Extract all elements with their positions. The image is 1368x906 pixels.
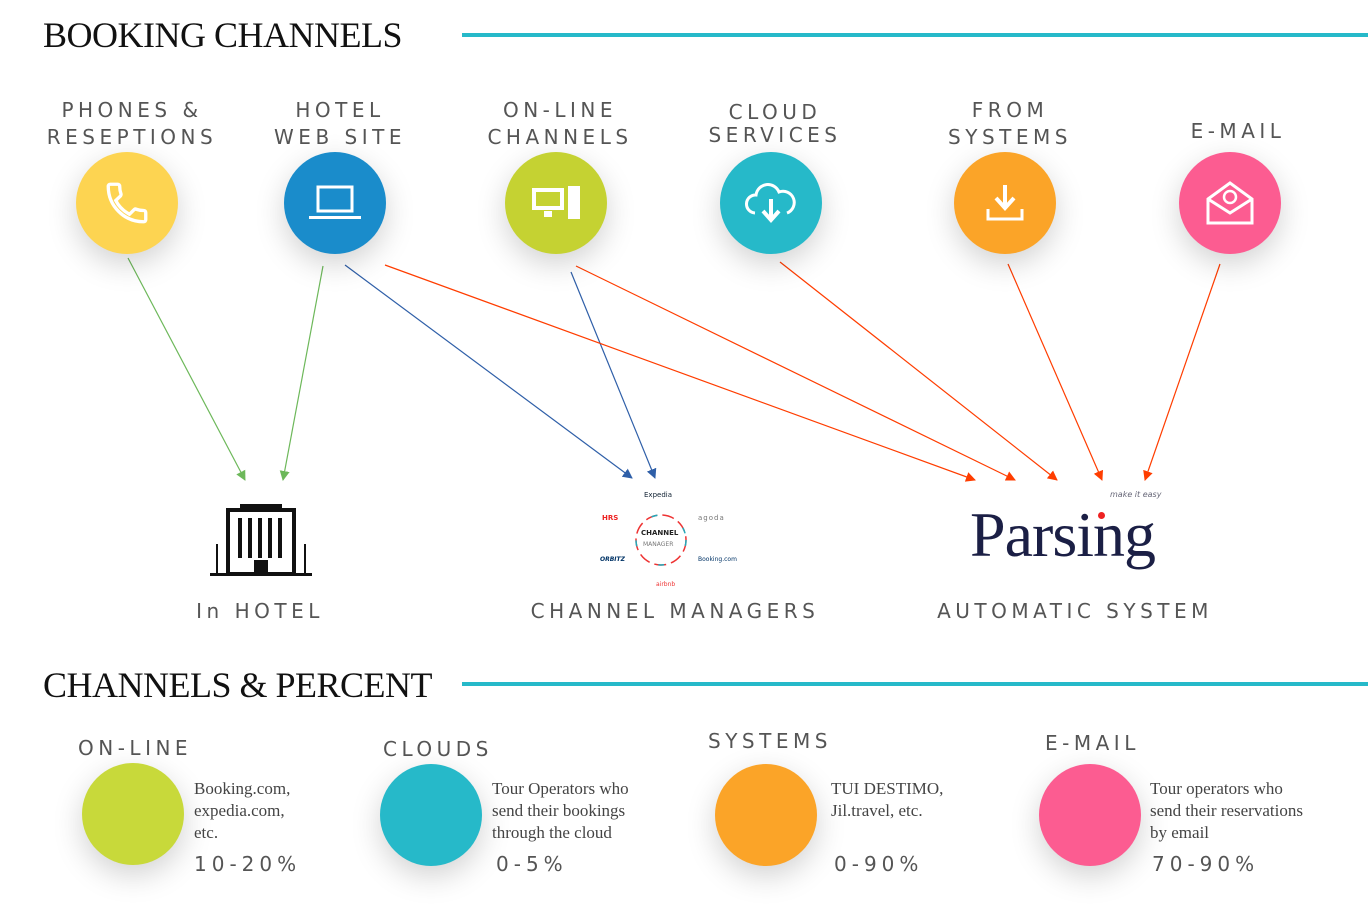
percent-label-online: ON-LINE	[78, 736, 193, 760]
percent-value-email: 70-90%	[1152, 852, 1260, 876]
logo-text-booking: Booking.com	[698, 556, 737, 563]
percent-label-clouds: CLOUDS	[383, 737, 493, 761]
divider	[462, 682, 1368, 686]
computer-icon	[505, 152, 607, 254]
arrow-email-auto	[1143, 263, 1221, 481]
section-title-channels-percent: CHANNELS & PERCENT	[43, 665, 433, 705]
arrow-web-hotel	[279, 265, 324, 481]
percent-desc-systems: TUI DESTIMO, Jil.travel, etc.	[831, 779, 944, 820]
percent-label-systems: SYSTEMS	[708, 729, 832, 753]
hotel-building-icon	[210, 504, 312, 576]
percent-label-email: E-MAIL	[1045, 731, 1140, 755]
online-circle	[82, 763, 184, 865]
target-label-hotel: In HOTEL	[196, 599, 324, 623]
arrow-systems-auto	[1007, 263, 1103, 481]
percent-value-online: 10-20%	[194, 852, 302, 876]
cloud-download-icon	[720, 152, 822, 254]
logo-text-manager: MANAGER	[643, 541, 674, 548]
logo-text-hrs: HRS	[602, 514, 619, 522]
arrow-web-auto	[384, 264, 976, 482]
laptop-icon	[284, 152, 386, 254]
source-label-phones: PHONES & RESEPTIONS	[46, 98, 218, 149]
email-circle	[1039, 764, 1141, 866]
divider	[462, 33, 1368, 37]
logo-dot	[1098, 512, 1105, 519]
arrow-online-auto	[575, 265, 1016, 481]
arrow-online-channel	[570, 271, 657, 479]
percent-value-clouds: 0-5%	[496, 852, 568, 876]
arrow-phone-hotel	[127, 257, 246, 481]
logo-tagline: make it easy	[1110, 490, 1162, 499]
logo-text-agoda: agoda	[698, 514, 725, 522]
parsing-logo: make it easy Parsing	[970, 490, 1190, 580]
percent-desc-clouds: Tour Operators who send their bookings t…	[492, 779, 629, 842]
logo-text-expedia: Expedia	[644, 491, 672, 499]
channel-manager-logo: CHANNEL MANAGER Expedia agoda Booking.co…	[598, 490, 737, 590]
section-title-booking-channels: BOOKING CHANNELS	[43, 15, 403, 55]
logo-text-airbnb: airbnb	[656, 581, 676, 588]
source-label-website: HOTEL WEB SITE	[274, 98, 406, 149]
target-label-channel-managers: CHANNEL MANAGERS	[530, 599, 820, 623]
email-icon	[1179, 152, 1281, 254]
arrow-web-channel	[344, 264, 633, 479]
percent-desc-online: Booking.com, expedia.com, etc.	[194, 779, 291, 842]
source-label-systems: FROM SYSTEMS	[948, 98, 1072, 149]
source-label-online: ON-LINE CHANNELS	[487, 98, 633, 149]
clouds-circle	[380, 764, 482, 866]
logo-text-orbitz: ORBITZ	[600, 556, 625, 563]
download-icon	[954, 152, 1056, 254]
logo-text-channel: CHANNEL	[641, 529, 679, 537]
systems-circle	[715, 764, 817, 866]
logo-wordmark: Parsing	[970, 499, 1156, 570]
phone-icon	[76, 152, 178, 254]
target-label-automatic-system: AUTOMATIC SYSTEM	[937, 599, 1213, 623]
source-label-cloud: CLOUD SERVICES	[708, 100, 842, 147]
source-label-email: E-MAIL	[1190, 119, 1286, 143]
percent-value-systems: 0-90%	[834, 852, 924, 876]
percent-desc-email: Tour operators who send their reservatio…	[1150, 779, 1303, 842]
arrow-cloud-auto	[779, 261, 1058, 481]
